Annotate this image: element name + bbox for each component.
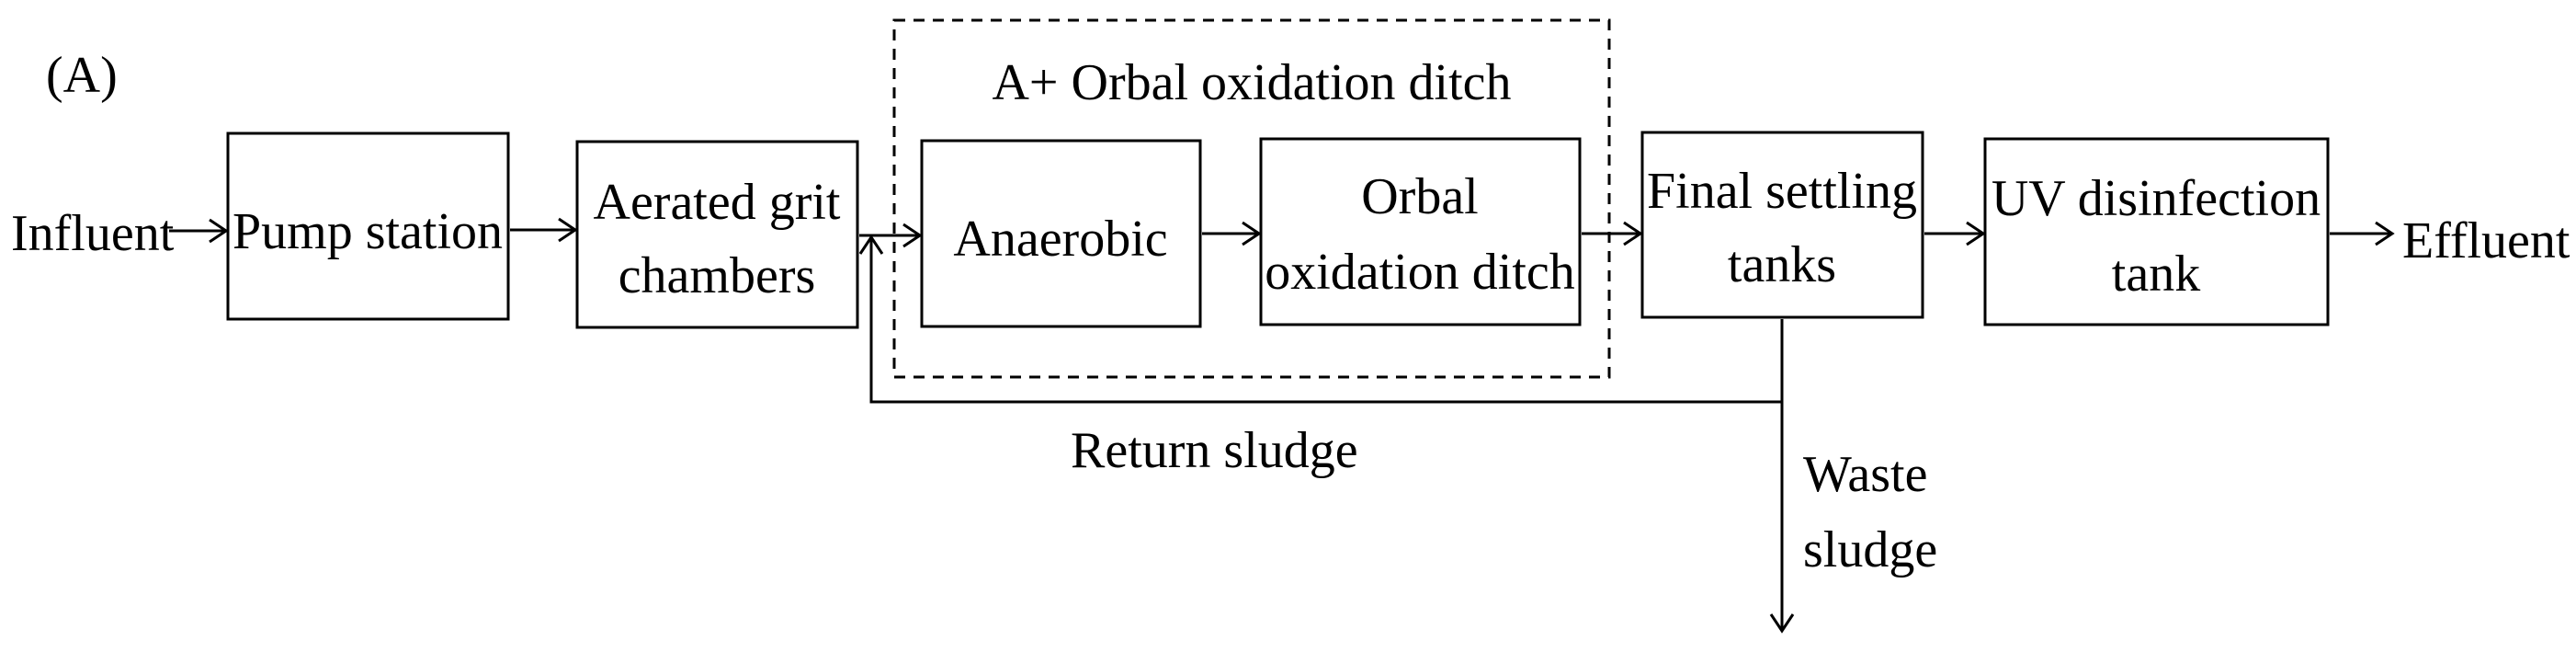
pump-station-box — [226, 132, 510, 321]
arrow-orbal-to-settling — [1582, 221, 1643, 246]
group-title: A+ Orbal oxidation ditch — [992, 54, 1511, 111]
arrow-settling-to-uv — [1924, 221, 1986, 246]
panel-label: (A) — [46, 47, 118, 104]
arrow-pump-to-grit — [510, 217, 578, 243]
return-sludge-line — [858, 234, 1784, 404]
anaerobic-label: Anaerobic — [953, 211, 1167, 268]
aerated-grit-label-line1: Aerated grit — [594, 174, 841, 231]
anaerobic-box — [920, 139, 1202, 328]
arrow-uv-to-effluent — [2330, 221, 2395, 246]
uv-tank-label-line2: tank — [2112, 246, 2200, 303]
return-sludge-label: Return sludge — [1071, 422, 1358, 479]
final-settling-label-line1: Final settling — [1647, 163, 1917, 220]
uv-tank-label-line1: UV disinfection — [1992, 170, 2321, 227]
orbal-ditch-box — [1259, 137, 1582, 326]
pump-station-label: Pump station — [233, 203, 503, 260]
waste-sludge-label-line1: Waste — [1803, 446, 1927, 503]
orbal-ditch-label-line2: oxidation ditch — [1265, 244, 1575, 301]
arrow-anaerobic-to-orbal — [1202, 221, 1262, 246]
arrow-grit-to-anaerobic — [859, 223, 923, 248]
uv-tank-box — [1983, 137, 2330, 326]
waste-sludge-label-line2: sludge — [1803, 521, 1937, 578]
orbal-ditch-label-line1: Orbal — [1361, 168, 1479, 225]
orbal-group-border — [892, 18, 1611, 379]
final-settling-box — [1640, 131, 1924, 319]
arrow-influent-to-pump — [169, 218, 229, 244]
aerated-grit-box — [575, 140, 859, 329]
influent-label: Influent — [11, 205, 175, 262]
aerated-grit-label-line2: chambers — [618, 247, 816, 304]
waste-sludge-arrow — [1769, 402, 1795, 634]
effluent-label: Effluent — [2402, 212, 2570, 269]
final-settling-label-line2: tanks — [1728, 236, 1836, 293]
